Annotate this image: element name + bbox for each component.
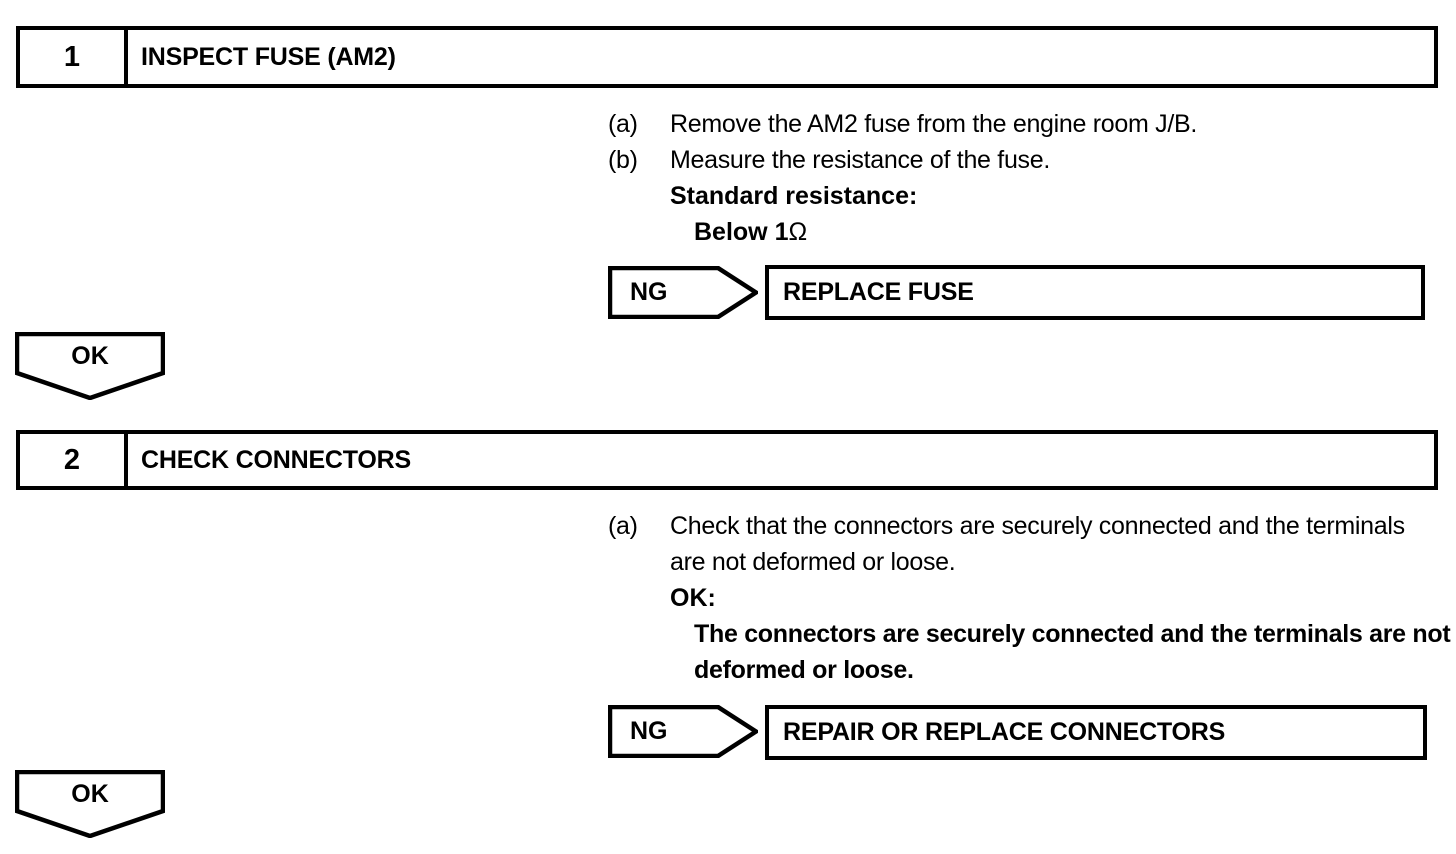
instruction-item: (a) Remove the AM2 fuse from the engine … — [608, 106, 1428, 142]
instruction-item: (a) Check that the connectors are secure… — [608, 508, 1426, 580]
ng-pentagon-icon — [608, 705, 758, 758]
step-2-ng-label: NG — [630, 717, 668, 745]
step-1-ng-arrow: NG — [608, 266, 758, 319]
instruction-label: (a) — [608, 512, 638, 540]
ng-pentagon-icon — [608, 266, 758, 319]
spec-heading-line: Standard resistance: — [608, 178, 1428, 214]
ok-criteria-heading: OK: — [670, 584, 716, 612]
step-1-ng-result-box: REPLACE FUSE — [765, 265, 1425, 320]
step-2-title: CHECK CONNECTORS — [141, 445, 411, 474]
spec-heading-line: OK: — [608, 580, 1426, 616]
instruction-text: Check that the connectors are securely c… — [670, 512, 1405, 576]
step-2-number: 2 — [20, 434, 128, 486]
spec-value-line: The connectors are securely connected an… — [608, 616, 1456, 688]
spec-value-line: Below 1 Ω — [608, 214, 1428, 250]
step-1-number: 1 — [20, 30, 128, 84]
step-2-ok-arrow: OK — [15, 770, 165, 838]
ohm-symbol: Ω — [788, 218, 808, 246]
step-2-ok-label: OK — [71, 779, 109, 808]
instruction-label: (b) — [608, 146, 638, 174]
step-1-header: 1 INSPECT FUSE (AM2) — [16, 26, 1438, 88]
step-1-ok-arrow: OK — [15, 332, 165, 400]
step-2-ng-arrow: NG — [608, 705, 758, 758]
ok-pentagon-icon — [15, 332, 165, 400]
instruction-text: Remove the AM2 fuse from the engine room… — [670, 110, 1198, 138]
step-1-title: INSPECT FUSE (AM2) — [141, 42, 396, 71]
ok-pentagon-icon — [15, 770, 165, 838]
step-1-instructions: (a) Remove the AM2 fuse from the engine … — [608, 106, 1428, 250]
step-2-instructions: (a) Check that the connectors are secure… — [608, 508, 1451, 688]
step-1-ng-label: NG — [630, 278, 668, 306]
step-2-ng-result-box: REPAIR OR REPLACE CONNECTORS — [765, 705, 1427, 760]
instruction-label: (a) — [608, 110, 638, 138]
instruction-item: (b) Measure the resistance of the fuse. — [608, 142, 1428, 178]
standard-resistance-value: Below 1 — [694, 218, 789, 246]
step-1-ok-label: OK — [71, 341, 109, 370]
instruction-text: Measure the resistance of the fuse. — [670, 146, 1050, 174]
standard-resistance-heading: Standard resistance: — [670, 182, 918, 210]
step-2-header: 2 CHECK CONNECTORS — [16, 430, 1438, 490]
ok-criteria-value: The connectors are securely connected an… — [694, 620, 1451, 684]
